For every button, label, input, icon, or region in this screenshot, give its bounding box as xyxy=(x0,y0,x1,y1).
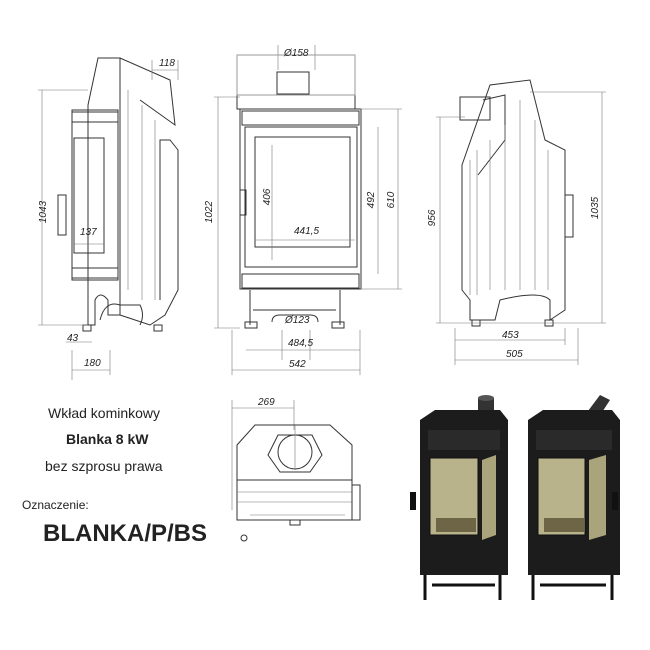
caption-model: Blanka 8 kW xyxy=(66,431,149,447)
stove-render-2 xyxy=(528,395,620,600)
stove-render-1 xyxy=(410,395,508,600)
dim-side-depth: 180 xyxy=(84,358,101,369)
dim-right-height: 956 xyxy=(427,209,438,226)
caption-designation-label: Oznaczenie: xyxy=(22,498,89,512)
dim-side-height: 1043 xyxy=(38,200,49,223)
dim-right-leg-span: 453 xyxy=(502,330,519,341)
dim-right-depth: 505 xyxy=(506,349,523,360)
dim-flue-diameter: Ø158 xyxy=(283,48,309,59)
top-view: 269 xyxy=(231,397,361,542)
front-view: Ø158 1022 406 441,5 492 610 Ø123 484,5 5… xyxy=(204,45,402,375)
dim-glass-height: 406 xyxy=(262,188,273,205)
dim-leg-offset: 43 xyxy=(67,333,79,344)
dim-flue-offset: 118 xyxy=(159,58,175,69)
dim-front-leg-span: 484,5 xyxy=(288,338,313,349)
left-side-view: 118 1043 137 43 180 xyxy=(38,57,179,380)
dim-air-inlet-diameter: Ø123 xyxy=(284,315,310,326)
caption-variant: bez szprosu prawa xyxy=(45,458,163,474)
dim-glass-width: 441,5 xyxy=(294,226,319,237)
dim-front-height: 1022 xyxy=(204,200,215,223)
dim-door-opening-height: 492 xyxy=(366,191,377,208)
dim-right-total-height: 1035 xyxy=(590,196,601,219)
dim-door-depth: 137 xyxy=(80,227,97,238)
right-side-view: 956 1035 453 505 xyxy=(427,79,606,365)
dim-front-width: 542 xyxy=(289,359,306,370)
dim-top-flue-offset: 269 xyxy=(257,397,275,408)
caption-designation-code: BLANKA/P/BS xyxy=(43,520,208,547)
caption-product-type: Wkład kominkowy xyxy=(48,405,161,421)
dim-front-opening-height: 610 xyxy=(386,191,397,208)
